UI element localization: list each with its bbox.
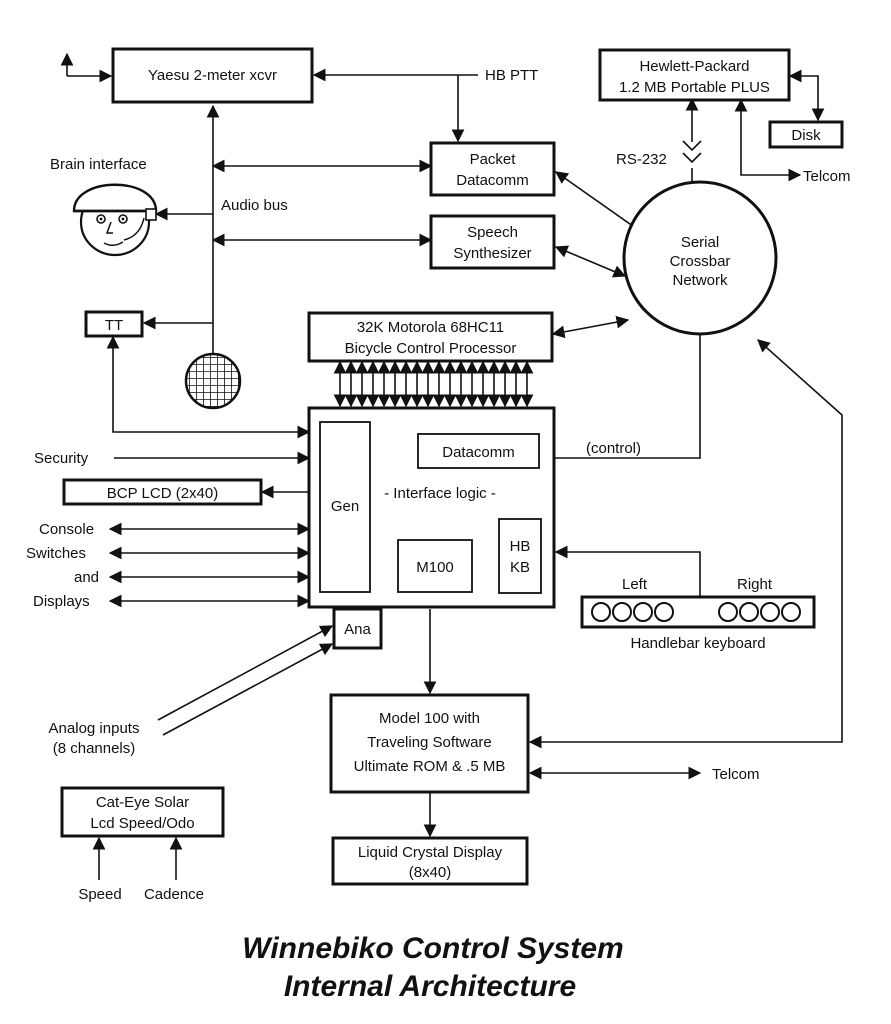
diagram-title: Winnebiko Control System Internal Archit… — [242, 932, 623, 1003]
hbkb-box — [498, 518, 542, 594]
connectors — [60, 52, 843, 880]
cadence-label: Cadence — [144, 886, 204, 903]
analog-inputs-label-1: Analog inputs — [49, 720, 140, 737]
title-line-2: Internal Architecture — [284, 970, 576, 1003]
control-label: (control) — [586, 440, 641, 457]
bcp-lcd-label: BCP LCD (2x40) — [107, 485, 218, 502]
disk-block: Disk — [768, 120, 844, 149]
speech-label-2: Synthesizer — [453, 245, 531, 262]
handlebar-keyboard-label: Handlebar keyboard — [630, 635, 765, 652]
interface-logic-label: - Interface logic - — [384, 485, 496, 502]
datacomm-label: Datacomm — [442, 444, 515, 461]
console-label: Console — [39, 521, 94, 538]
bcp-lcd-block: BCP LCD (2x40) — [62, 478, 263, 506]
yaesu-label: Yaesu 2-meter xcvr — [148, 67, 277, 84]
displays-label: Displays — [33, 593, 90, 610]
m100-label: M100 — [416, 559, 454, 576]
tt-block: TT — [84, 310, 144, 338]
telcom-bottom-label: Telcom — [712, 766, 760, 783]
left-label: Left — [622, 576, 648, 593]
crossbar-label-1: Serial — [681, 234, 719, 251]
crossbar-network: Serial Crossbar Network — [622, 180, 778, 336]
interface-logic-block: - Interface logic - Gen Datacomm M100 HB… — [307, 406, 556, 609]
cateye-block: Cat-Eye Solar Lcd Speed/Odo — [60, 786, 225, 838]
hbkb-label-2: KB — [510, 559, 530, 576]
model100-label-2: Traveling Software — [367, 734, 492, 751]
m100-box — [397, 539, 473, 593]
hp-label-1: Hewlett-Packard — [639, 58, 749, 75]
packet-datacomm-block: Packet Datacomm — [429, 141, 556, 197]
hbkb-label-1: HB — [510, 538, 531, 555]
disk-label: Disk — [791, 127, 821, 144]
crossbar-label-3: Network — [672, 272, 728, 289]
tt-label: TT — [105, 317, 123, 334]
and-label: and — [74, 569, 99, 586]
hp-block: Hewlett-Packard 1.2 MB Portable PLUS — [598, 48, 791, 102]
security-label: Security — [34, 450, 89, 467]
key-button — [612, 602, 632, 622]
rs232-label: RS-232 — [616, 151, 667, 168]
cateye-label-1: Cat-Eye Solar — [96, 794, 189, 811]
packet-label-2: Datacomm — [456, 172, 529, 189]
gen-label: Gen — [331, 498, 359, 515]
yaesu-block: Yaesu 2-meter xcvr — [111, 47, 314, 104]
cateye-label-2: Lcd Speed/Odo — [90, 815, 194, 832]
datacomm-box — [417, 433, 540, 469]
packet-label-1: Packet — [470, 151, 517, 168]
bcp-block: 32K Motorola 68HC11 Bicycle Control Proc… — [307, 311, 554, 363]
key-button — [591, 602, 611, 622]
lcd-label-1: Liquid Crystal Display — [358, 844, 503, 861]
model100-block: Model 100 with Traveling Software Ultima… — [329, 693, 530, 794]
speech-label-1: Speech — [467, 224, 518, 241]
handlebar-keyboard — [580, 595, 816, 629]
brain-interface-label: Brain interface — [50, 156, 147, 173]
lcd-block: Liquid Crystal Display (8x40) — [331, 836, 529, 886]
gen-box — [319, 421, 371, 593]
model100-label-1: Model 100 with — [379, 710, 480, 727]
hb-ptt-label: HB PTT — [485, 67, 538, 84]
speech-synthesizer-block: Speech Synthesizer — [429, 214, 556, 270]
hp-label-2: 1.2 MB Portable PLUS — [619, 79, 770, 96]
key-button — [718, 602, 738, 622]
speed-label: Speed — [78, 886, 121, 903]
speaker-grid-icon — [184, 352, 242, 410]
audio-bus-label: Audio bus — [221, 197, 288, 214]
right-label: Right — [737, 576, 773, 593]
key-button — [654, 602, 674, 622]
telcom-top-label: Telcom — [803, 168, 851, 185]
ana-block: Ana — [332, 607, 383, 650]
bcp-label-1: 32K Motorola 68HC11 — [357, 319, 504, 336]
key-button — [781, 602, 801, 622]
key-button — [633, 602, 653, 622]
free-labels: HB PTT RS-232 Telcom Brain interface Aud… — [26, 67, 851, 903]
analog-inputs-label-2: (8 channels) — [53, 740, 136, 757]
ana-label: Ana — [344, 621, 371, 638]
title-line-1: Winnebiko Control System — [242, 932, 623, 965]
switches-label: Switches — [26, 545, 86, 562]
rider-head-icon — [72, 183, 158, 257]
model100-label-3: Ultimate ROM & .5 MB — [354, 758, 506, 775]
lcd-label-2: (8x40) — [409, 864, 452, 881]
parallel-bus — [333, 360, 534, 408]
key-button — [739, 602, 759, 622]
crossbar-label-2: Crossbar — [670, 253, 731, 270]
bcp-label-2: Bicycle Control Processor — [345, 340, 517, 357]
key-button — [760, 602, 780, 622]
